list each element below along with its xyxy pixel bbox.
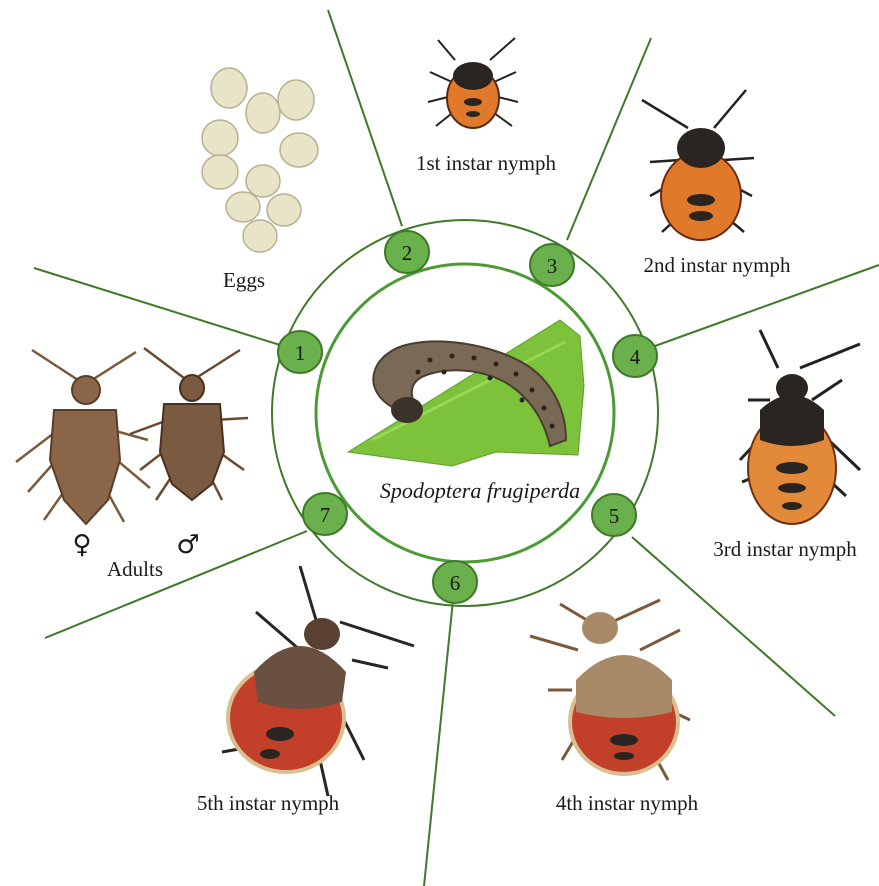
stage-number: 3 bbox=[547, 254, 558, 278]
stage-number: 4 bbox=[630, 345, 641, 369]
stage-badge-4: 4 bbox=[613, 335, 657, 377]
stage-number: 2 bbox=[402, 241, 413, 265]
stage-label-adults: Adults bbox=[107, 557, 163, 581]
nymph-4th-instar-icon bbox=[530, 600, 690, 780]
divider-line-top-left bbox=[328, 10, 402, 226]
stage-number: 1 bbox=[295, 341, 306, 365]
male-symbol: ♂ bbox=[176, 530, 199, 560]
divider-line-right bbox=[655, 265, 879, 346]
adult-female-icon bbox=[16, 350, 150, 524]
stage-number: 6 bbox=[450, 571, 461, 595]
stage-number: 5 bbox=[609, 504, 620, 528]
stage-label-5th-instar: 5th instar nymph bbox=[197, 791, 340, 815]
stage-label-1st-instar: 1st instar nymph bbox=[416, 151, 556, 175]
species-name: Spodoptera frugiperda bbox=[380, 478, 580, 503]
divider-line-bottom bbox=[424, 600, 453, 886]
divider-line-top-right bbox=[567, 38, 651, 240]
stage-label-4th-instar: 4th instar nymph bbox=[556, 791, 699, 815]
stage-label-eggs: Eggs bbox=[223, 268, 265, 292]
stage-label-3rd-instar: 3rd instar nymph bbox=[713, 537, 857, 561]
nymph-5th-instar-icon bbox=[222, 566, 414, 796]
nymph-3rd-instar-icon bbox=[740, 330, 860, 524]
stage-badge-2: 2 bbox=[385, 231, 429, 273]
female-symbol: ♀ bbox=[72, 530, 91, 560]
egg-cluster-icon bbox=[202, 68, 318, 252]
adult-male-icon bbox=[130, 348, 248, 500]
nymph-2nd-instar-icon bbox=[642, 90, 754, 240]
stage-label-2nd-instar: 2nd instar nymph bbox=[644, 253, 791, 277]
stage-number: 7 bbox=[320, 503, 331, 527]
stage-badge-5: 5 bbox=[592, 494, 636, 536]
stage-badge-3: 3 bbox=[530, 244, 574, 286]
stage-badge-1: 1 bbox=[278, 331, 322, 373]
stage-badge-7: 7 bbox=[303, 493, 347, 535]
stage-badge-6: 6 bbox=[433, 561, 477, 603]
nymph-1st-instar-icon bbox=[428, 38, 518, 128]
